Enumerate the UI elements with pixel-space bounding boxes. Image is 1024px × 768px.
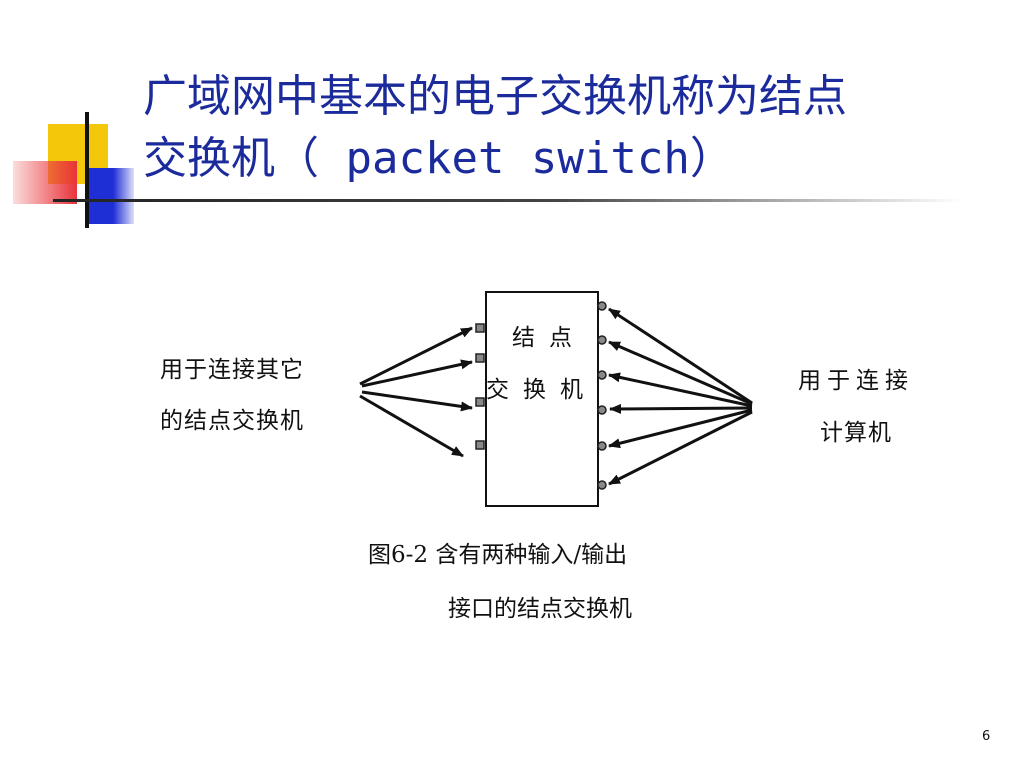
title-line-2-end: ） [689,133,734,185]
right-arrow [608,410,753,486]
switch-box [485,291,599,507]
slide-title: 广域网中基本的电子交换机称为结点交换机（ packet switch） [143,66,1003,191]
right-port [597,441,607,451]
left-arrow [361,390,473,412]
right-arrow [608,408,753,449]
title-line-1: 广域网中基本的电子交换机称为结点 [143,71,847,122]
right-arrow [608,307,753,405]
deco-vertical-line [85,112,89,228]
caption-line-2: 接口的结点交换机 [448,596,632,622]
switch-box-label: 结点交换机 [486,325,597,403]
left-arrow [361,359,473,388]
figure-caption: 图6-2 含有两种输入/输出 接口的结点交换机 [368,528,632,636]
right-arrow [609,403,753,414]
right-label-line-1: 用于连接 [798,368,914,394]
left-port [475,440,485,450]
left-port [475,323,485,333]
caption-line-1: 图6-2 含有两种输入/输出 [368,542,628,568]
right-port [597,335,607,345]
title-line-2-en: packet switch [319,133,690,185]
right-arrow [608,372,753,408]
title-underline [53,199,963,202]
right-port [597,480,607,490]
page-number: 6 [982,729,991,744]
left-label: 用于连接其它 的结点交换机 [160,345,304,447]
left-arrow [359,326,473,386]
right-port [597,301,607,311]
deco-red-square [13,161,77,204]
right-arrow [608,340,753,406]
right-port [597,405,607,415]
right-label: 用于连接 计算机 [790,355,922,459]
left-port [475,353,485,363]
title-line-2-cn: 交换机（ [143,133,319,185]
deco-blue-square [88,168,134,224]
left-port [475,397,485,407]
left-label-line-2: 的结点交换机 [160,408,304,434]
left-label-line-1: 用于连接其它 [160,357,304,383]
right-port [597,370,607,380]
left-arrow [359,394,464,458]
right-label-line-2: 计算机 [820,420,892,446]
